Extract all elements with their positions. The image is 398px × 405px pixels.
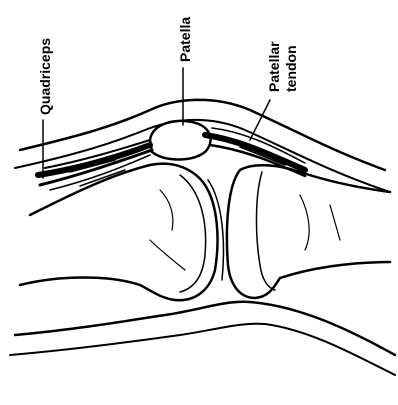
label-patellar-tendon-line1: Patellar bbox=[266, 41, 282, 92]
label-quadriceps: Quadriceps bbox=[37, 38, 53, 115]
femur-shading-1 bbox=[150, 190, 185, 270]
tibia-shading-1 bbox=[300, 195, 340, 250]
tibia-plateau-detail bbox=[256, 172, 275, 290]
femur-bone bbox=[20, 164, 218, 301]
patella-bone bbox=[150, 121, 211, 160]
femur-condyle-detail bbox=[180, 175, 206, 292]
label-patellar-tendon-line2: tendon bbox=[283, 45, 299, 92]
posterior-contour-2 bbox=[10, 324, 395, 375]
label-patella: Patella bbox=[177, 17, 193, 62]
tibia-bone bbox=[227, 165, 390, 298]
leader-line-patellar-tendon bbox=[250, 100, 270, 140]
